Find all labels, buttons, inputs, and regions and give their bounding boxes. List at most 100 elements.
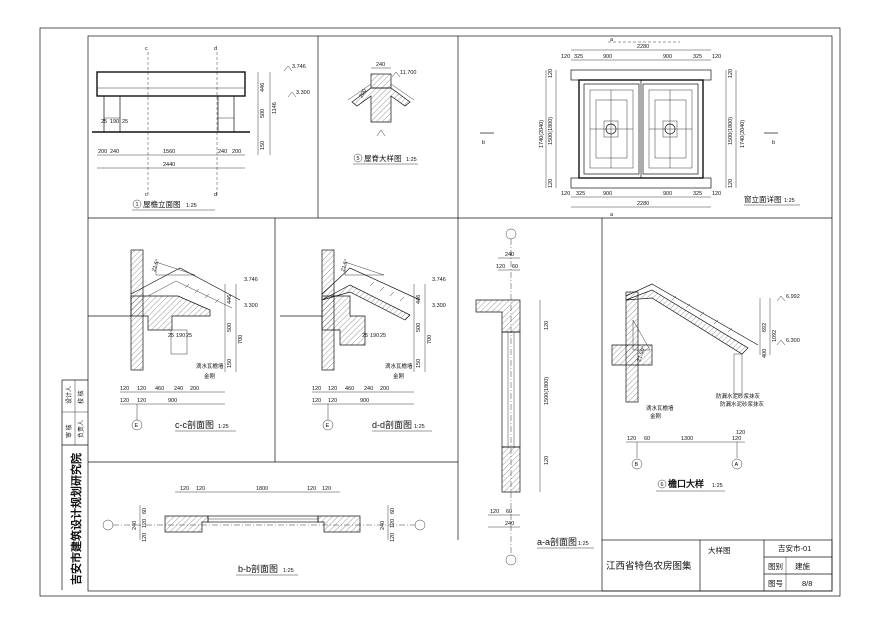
dim-text: 120 (137, 386, 146, 392)
dim-text: 120 (120, 386, 129, 392)
dim-text: 500 (260, 109, 266, 118)
caption-aa-section: a-a剖面图 (537, 536, 577, 547)
dim-text: 240 (218, 149, 227, 155)
caption-eave-elevation: 屋檐立面图 (143, 199, 181, 209)
slope-text: 21.5° (340, 259, 350, 273)
caption-ridge-detail: 屋脊大样图 (364, 153, 402, 163)
dim-text: 120 (627, 436, 636, 442)
caption-scale: 1:25 (406, 157, 417, 163)
dim-text: 120 (312, 398, 321, 404)
dim-text: 700 (427, 335, 433, 344)
dim-text: 1740(2040) (539, 120, 545, 148)
section-mark-b-left: b (482, 140, 485, 146)
level-text: 3.746 (432, 277, 446, 283)
section-mark-c-top: c (145, 46, 148, 52)
dim-text: 240 (364, 386, 373, 392)
binding-strip: 设计人 校 核 审 核 负责人 吉安市建筑设计规划研究院 (61, 379, 88, 590)
dim-text: 120 (561, 54, 570, 60)
dim-text: 120 (137, 398, 146, 404)
dim-text: 190 (370, 333, 379, 339)
dim-text: 60 (142, 508, 148, 514)
dim-text: 120 (728, 69, 734, 78)
axis-label: B (635, 462, 639, 468)
dim-text: 190 (110, 119, 119, 125)
dim-text: 120 (142, 519, 148, 528)
dim-text: 25 (168, 333, 174, 339)
eave-elevation-drawing: c d c d 200 240 1560 240 200 2440 25 190… (92, 46, 310, 211)
level-text: 6.300 (786, 338, 800, 344)
caption-scale: 1:25 (784, 198, 795, 204)
panel-grid (88, 36, 832, 540)
dim-text: 25 (186, 333, 192, 339)
dim-text: 25 (362, 333, 368, 339)
inner-frame (87, 35, 833, 592)
section-mark-c-bottom: c (145, 192, 148, 198)
caption-scale: 1:25 (414, 424, 425, 430)
dim-text: 900 (603, 54, 612, 60)
dim-text: 120 (390, 519, 396, 528)
dim-text: 325 (693, 191, 702, 197)
note-text: 滴水瓦檐墙 (646, 404, 674, 412)
dim-text: 120 (312, 386, 321, 392)
dim-text: 200 (359, 88, 369, 99)
dim-text: 120 (490, 509, 499, 515)
caption-cc-section: c-c剖面图 (175, 419, 214, 430)
title-block: 江西省特色农房图集 大样图 吉安市-01 图别 建施 图号 8/8 (601, 539, 833, 592)
dim-text: 900 (360, 398, 369, 404)
dim-text: 200 (232, 149, 241, 155)
dim-text: 500 (227, 323, 233, 332)
section-mark-a-bottom: a (610, 212, 614, 218)
dim-text: 240 (505, 521, 514, 527)
number-value: 8/8 (802, 579, 812, 588)
level-text: 3.300 (244, 303, 258, 309)
note-text: 金刚 (204, 372, 216, 380)
dim-text: 120 (328, 386, 337, 392)
dim-text: 120 (322, 486, 331, 492)
dim-text: 120 (732, 436, 741, 442)
dd-section-drawing: 21.5° 3.746 3.300 446 500 700 150 25 190… (280, 249, 446, 432)
dim-text: 60 (512, 264, 518, 270)
outer-border (39, 27, 841, 597)
axis-label: E (135, 423, 139, 429)
note-text: 滴水瓦檐墙 (196, 362, 224, 370)
dim-text: 460 (155, 386, 164, 392)
slope-text: 21.5° (151, 259, 161, 273)
dim-text: 900 (603, 191, 612, 197)
atlas-title: 江西省特色农房图集 (606, 560, 692, 572)
dim-text: 150 (416, 359, 422, 368)
caption-eave-detail: 檐口大样 (668, 478, 704, 489)
dim-text: 900 (663, 191, 672, 197)
sheet-name: 大样图 (708, 545, 731, 555)
dim-text: 446 (227, 295, 233, 304)
dim-text: 190 (176, 333, 185, 339)
cc-section-drawing: 21.5° 3.746 3.300 446 500 700 150 25 190… (88, 249, 258, 432)
level-text: 3.300 (432, 303, 446, 309)
bb-section-drawing: 120 120 1800 120 120 60 120 240 120 60 1… (102, 486, 426, 576)
category-value: 建施 (795, 561, 810, 571)
dim-text: 120 (544, 456, 550, 465)
dim-text: 692 (762, 323, 768, 332)
axis-label: A (735, 462, 739, 468)
section-mark-b-right: b (772, 140, 775, 146)
level-text: 11.700 (400, 70, 416, 76)
institute-name: 吉安市建筑设计规划研究院 (69, 453, 83, 585)
caption-index: 6 (661, 482, 664, 488)
dim-text: 60 (644, 436, 650, 442)
caption-scale: 1:25 (283, 568, 294, 574)
level-text: 3.746 (244, 277, 258, 283)
dim-text: 150 (260, 141, 266, 150)
dim-text: 60 (390, 508, 396, 514)
dim-text: 25 (101, 119, 107, 125)
dim-text: 240 (380, 521, 386, 530)
dim-text: 60 (506, 509, 512, 515)
section-mark-a-top: a (610, 37, 614, 43)
dim-text: 2280 (637, 201, 649, 207)
side-label-design: 设计人 (65, 386, 73, 404)
note-text: 金刚 (393, 372, 405, 380)
side-label-person: 负责人 (77, 420, 85, 438)
ridge-detail-drawing: 240 200 11.700 5 屋脊大样图 1:25 (347, 62, 418, 165)
dim-text: 200 (190, 386, 199, 392)
caption-index: 1 (136, 202, 139, 208)
dim-text: 700 (238, 335, 244, 344)
caption-dd-section: d-d剖面图 (372, 419, 412, 430)
